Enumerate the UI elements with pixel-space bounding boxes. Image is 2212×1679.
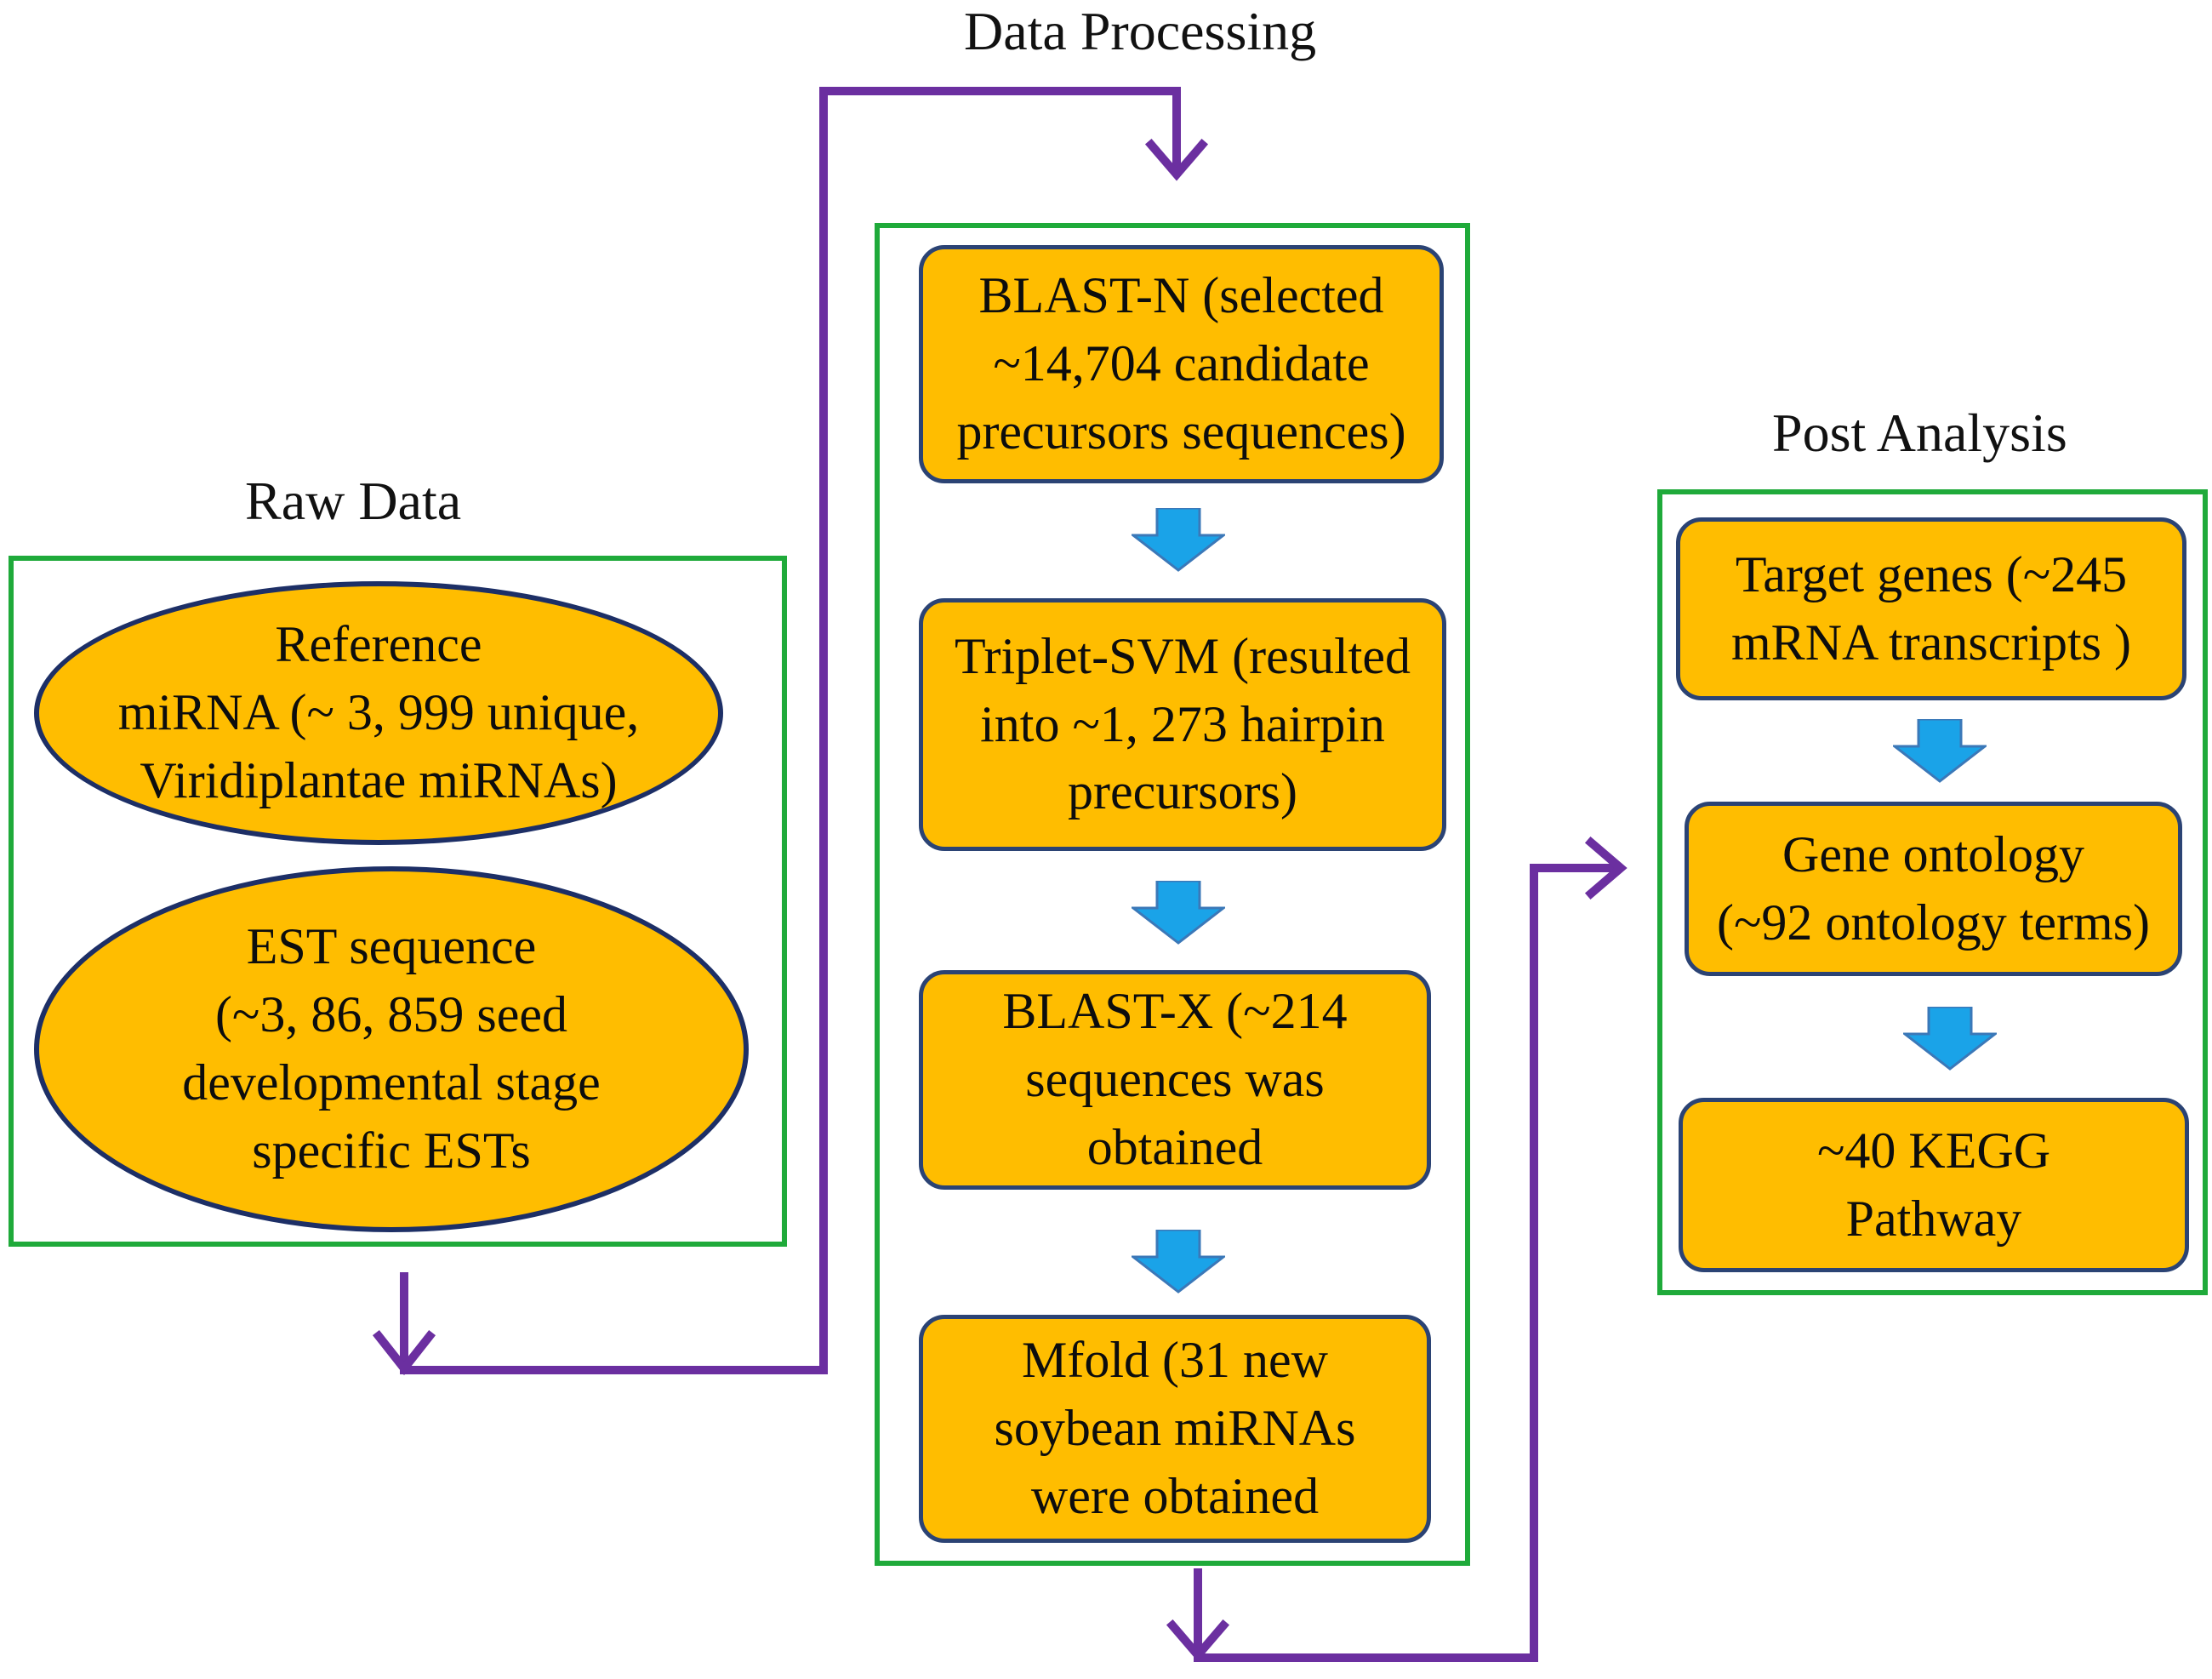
post-analysis-title: Post Analysis [1772,403,2067,463]
arrowhead-icon [372,1329,436,1376]
reference-mirna-node: Reference miRNA (~ 3, 999 unique, Viridi… [34,581,723,845]
arrowhead-icon [1584,836,1628,900]
target-genes-text: Target genes (~245 mRNA transcripts ) [1731,545,2131,671]
est-sequence-node: EST sequence (~3, 86, 859 seed developme… [34,866,749,1232]
processing-to-post-connector [1194,864,1621,1662]
down-arrow-icon [1132,1230,1225,1294]
data-processing-title: Data Processing [964,1,1317,61]
mfold-node: Mfold (31 new soybean miRNAs were obtain… [919,1315,1431,1543]
down-arrow-icon [1132,881,1225,945]
est-sequence-text: EST sequence (~3, 86, 859 seed developme… [182,918,601,1179]
down-arrow-icon [1903,1007,1997,1071]
raw-to-processing-connector [400,87,1181,1374]
blast-x-node: BLAST-X (~214 sequences was obtained [919,970,1431,1190]
arrowhead-icon [1166,1619,1230,1662]
gene-ontology-node: Gene ontology (~92 ontology terms) [1685,802,2182,976]
raw-data-title: Raw Data [245,471,462,531]
blast-n-text: BLAST-N (selected ~14,704 candidate prec… [956,267,1406,460]
reference-mirna-text: Reference miRNA (~ 3, 999 unique, Viridi… [117,616,640,808]
blast-n-node: BLAST-N (selected ~14,704 candidate prec… [919,245,1444,483]
mfold-text: Mfold (31 new soybean miRNAs were obtain… [994,1332,1356,1524]
kegg-pathway-node: ~40 KEGG Pathway [1679,1098,2189,1272]
arrowhead-icon [1144,138,1209,181]
down-arrow-icon [1893,719,1987,783]
triplet-svm-text: Triplet-SVM (resulted into ~1, 273 hairp… [954,627,1411,820]
gene-ontology-text: Gene ontology (~92 ontology terms) [1716,825,2151,951]
blast-x-text: BLAST-X (~214 sequences was obtained [1002,983,1348,1175]
triplet-svm-node: Triplet-SVM (resulted into ~1, 273 hairp… [919,598,1446,851]
target-genes-node: Target genes (~245 mRNA transcripts ) [1676,517,2186,700]
down-arrow-icon [1132,508,1225,572]
kegg-pathway-text: ~40 KEGG Pathway [1816,1122,2051,1247]
